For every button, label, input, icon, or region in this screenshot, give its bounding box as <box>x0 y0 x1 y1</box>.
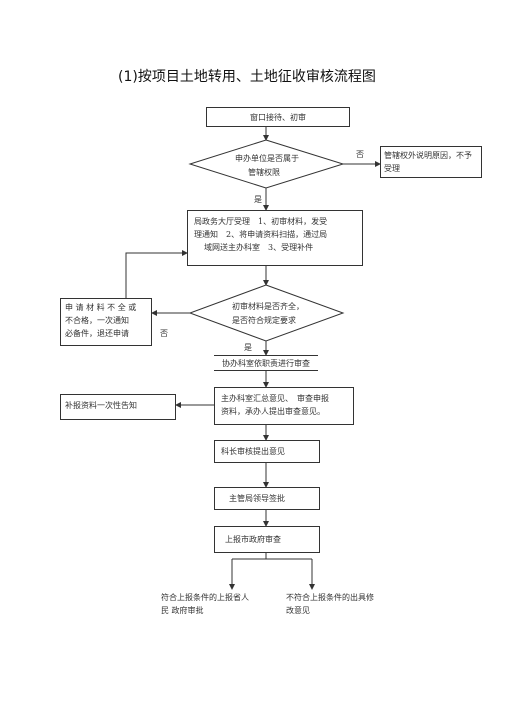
jurisdiction-question-line2: 管辖权限 <box>248 168 280 177</box>
jurisdiction-no-label: 否 <box>356 150 364 159</box>
edge-incomplete-loop <box>125 250 188 298</box>
materials-question-line1: 初审材料是否齐全， <box>232 302 304 311</box>
section-chief-label: 科长审核提出意见 <box>221 447 285 456</box>
city-gov-box: 上报市政府审查 <box>214 526 320 553</box>
jurisdiction-diamond <box>188 139 345 189</box>
window-reception-label: 窗口接待、初审 <box>250 112 306 122</box>
materials-diamond <box>188 284 345 342</box>
materials-question-line2: 是否符合规定要求 <box>232 316 296 325</box>
out-of-jurisdiction-box: 管辖权外说明原因，不予 受理 <box>380 146 482 178</box>
materials-yes-label: 是 <box>244 343 252 352</box>
main-dept-line2: 资料，承办人提出审查意见。 <box>221 407 325 416</box>
incomplete-materials-box: 申 请 材 料 不 全 或 不合格，一次通知 必备件，退还申请 <box>60 298 152 346</box>
jurisdiction-question-line1: 申办单位是否属于 <box>235 154 299 163</box>
supplement-box: 补报资料一次性告知 <box>60 394 176 420</box>
city-gov-label: 上报市政府审查 <box>225 535 281 544</box>
qualified-outcome-line1: 符合上报条件的上报省人 <box>161 593 249 602</box>
incomplete-line1: 申 请 材 料 不 全 或 <box>65 303 137 312</box>
bureau-leader-box: 主管局领导签批 <box>214 487 320 510</box>
out-of-jurisdiction-line1: 管辖权外说明原因，不予 <box>384 151 472 160</box>
qualified-outcome-line2: 民 政府审批 <box>161 606 204 615</box>
incomplete-line3: 必备件，退还申请 <box>65 329 129 338</box>
window-reception-box: 窗口接待、初审 <box>206 107 350 127</box>
hall-accept-line2: 理通知 2、将申请资料扫描，通过局 <box>194 230 328 239</box>
materials-no-label: 否 <box>160 329 168 338</box>
main-dept-line1: 主办科室汇总意见、 审查申报 <box>221 394 329 403</box>
section-chief-box: 科长审核提出意见 <box>214 440 320 463</box>
coop-review-box: 协办科室依职责进行审查 <box>214 355 318 371</box>
incomplete-line2: 不合格，一次通知 <box>65 316 129 325</box>
out-of-jurisdiction-line2: 受理 <box>384 164 400 173</box>
unqualified-outcome-line2: 改意见 <box>286 606 310 615</box>
coop-review-label: 协办科室依职责进行审查 <box>222 358 310 368</box>
supplement-label: 补报资料一次性告知 <box>65 401 137 410</box>
jurisdiction-yes-label: 是 <box>254 195 262 204</box>
hall-accept-box: 局政务大厅受理 1、初审材料，发受 理通知 2、将申请资料扫描，通过局 域网送主… <box>187 210 363 266</box>
main-dept-box: 主办科室汇总意见、 审查申报 资料，承办人提出审查意见。 <box>214 387 354 425</box>
hall-accept-line1: 局政务大厅受理 1、初审材料，发受 <box>194 217 328 226</box>
bureau-leader-label: 主管局领导签批 <box>229 494 285 503</box>
unqualified-outcome-line1: 不符合上报条件的出具修 <box>286 593 374 602</box>
hall-accept-line3: 域网送主办科室 3、受理补件 <box>204 243 314 252</box>
page-title: (1)按项目土地转用、土地征收审核流程图 <box>118 69 376 85</box>
